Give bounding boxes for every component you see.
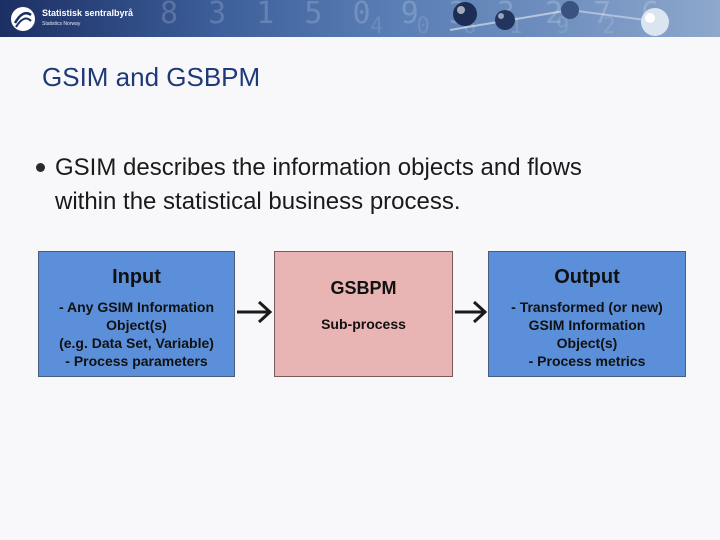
arrow-right-icon	[455, 302, 485, 322]
arrow-right-icon	[237, 302, 270, 322]
